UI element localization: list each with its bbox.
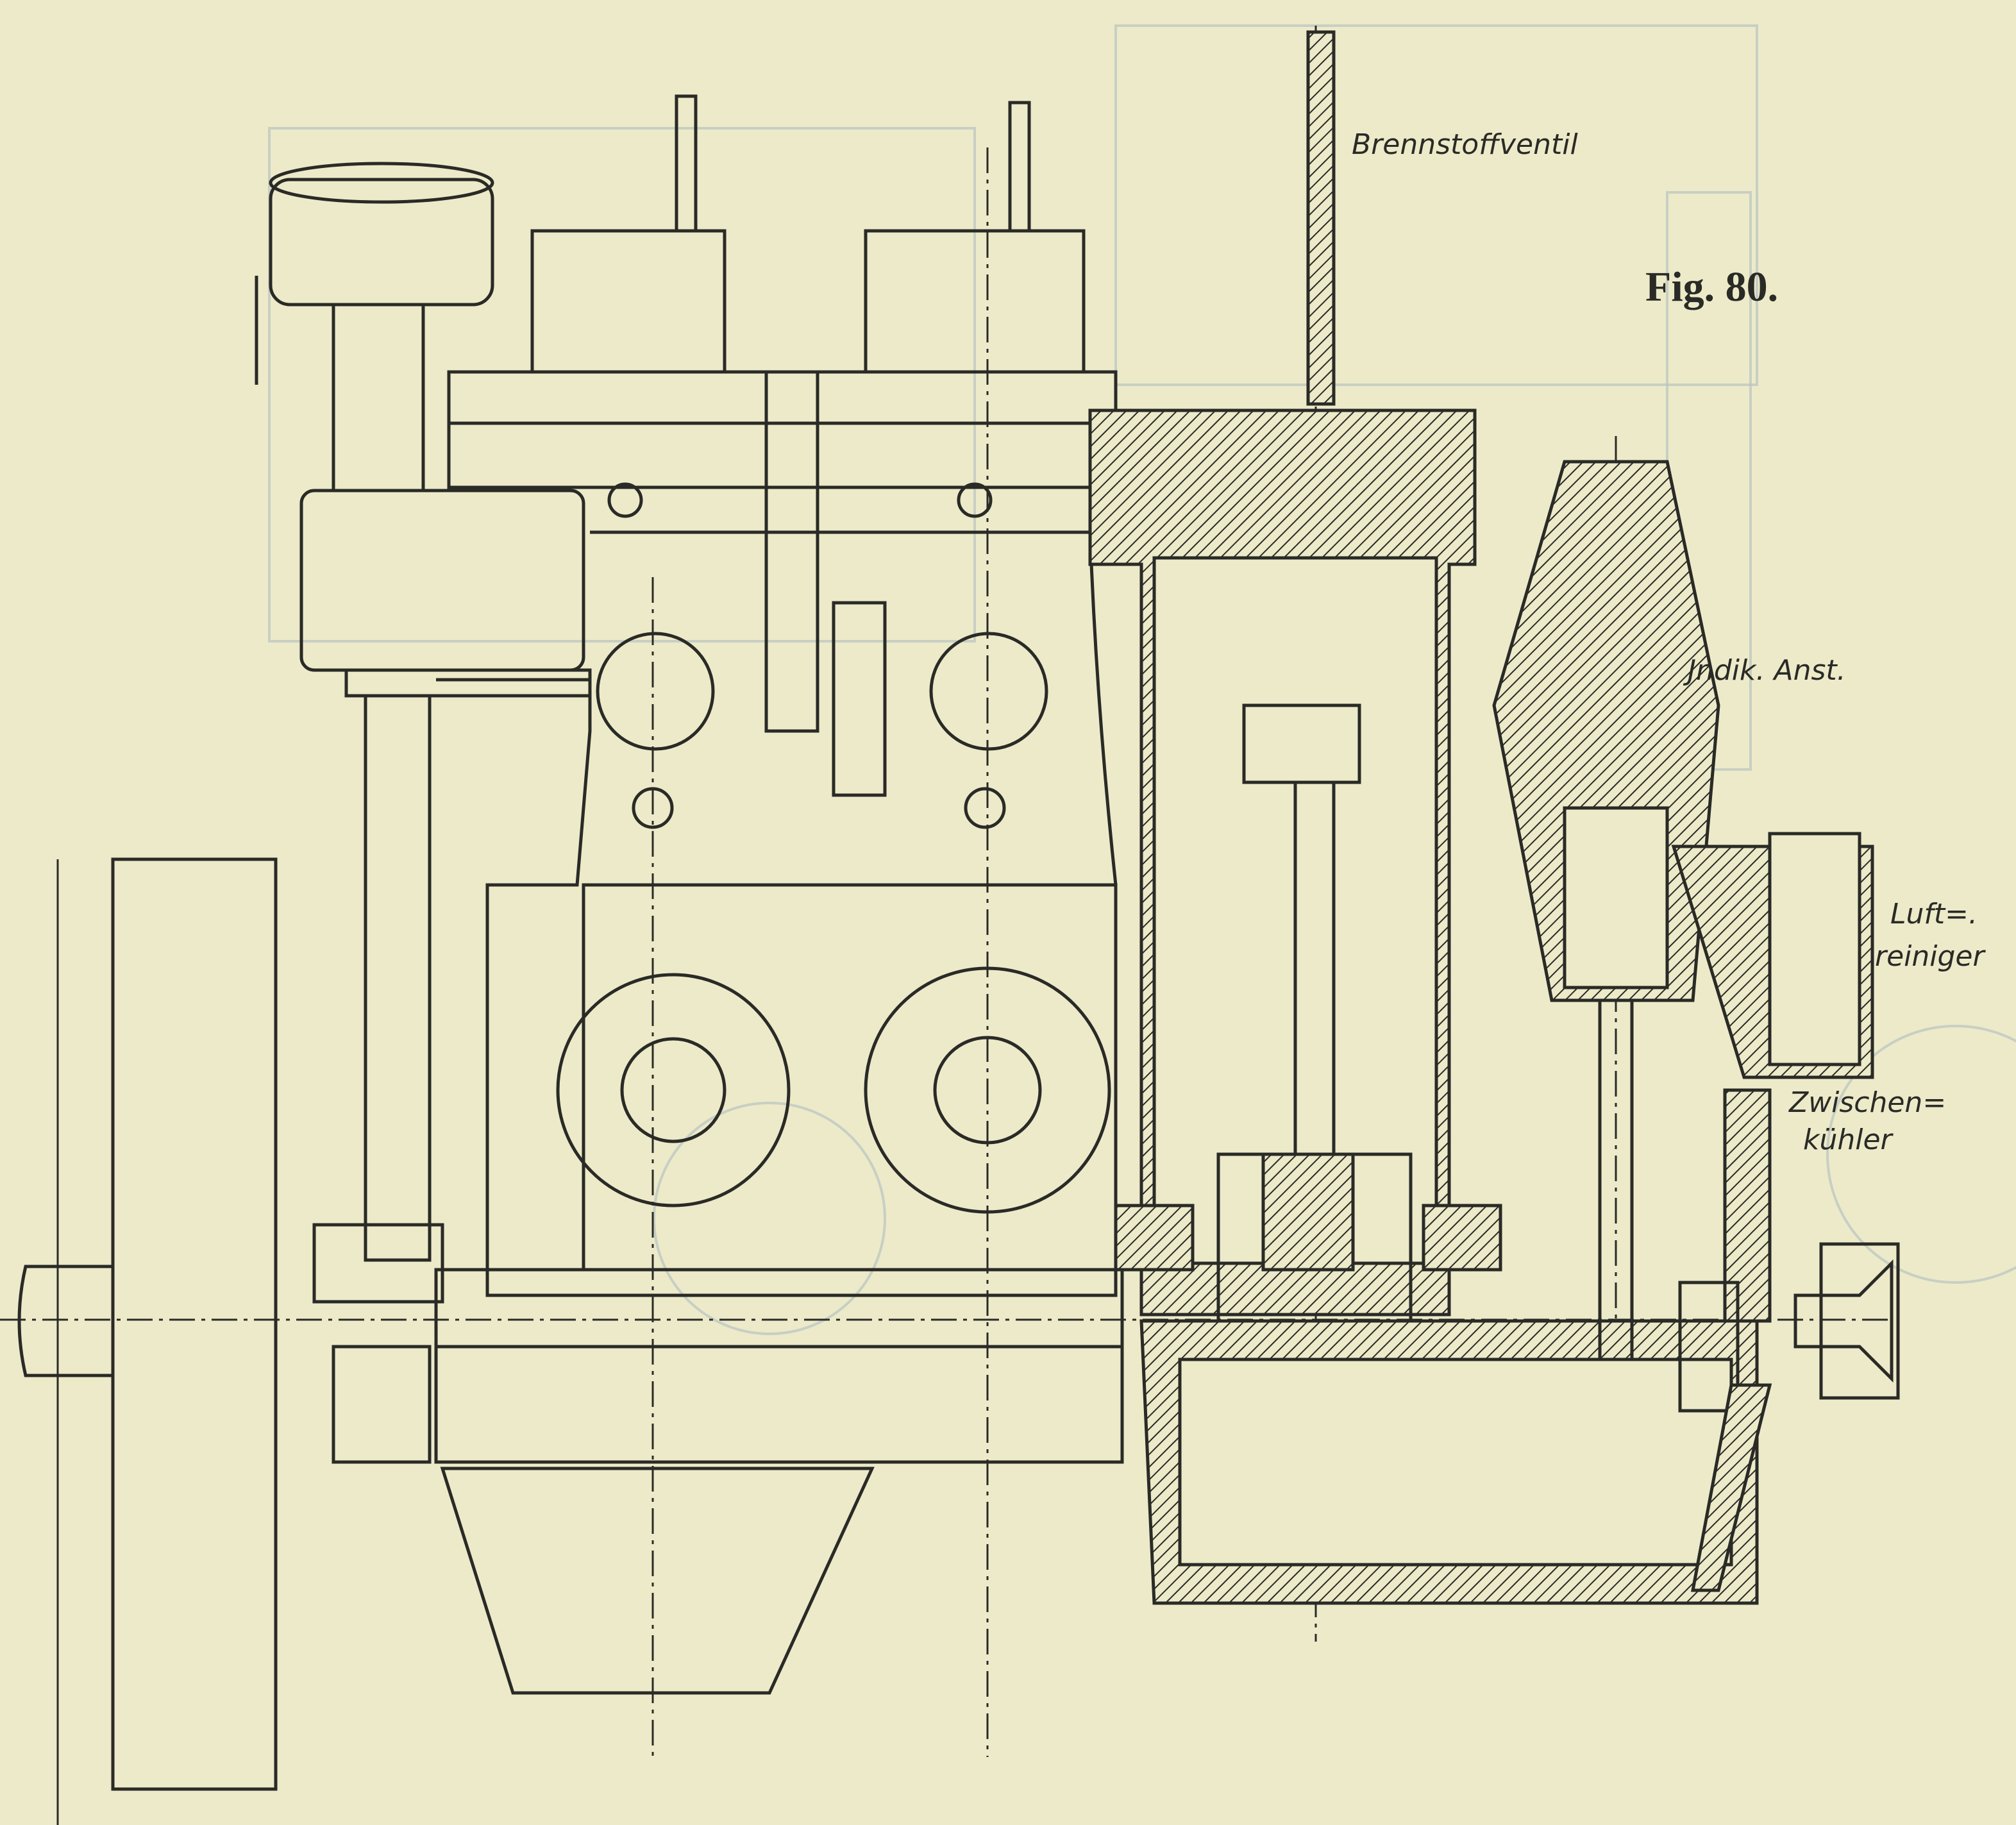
air-filter-left xyxy=(255,162,592,1304)
label-fuel-valve: Brennstoffventil xyxy=(1352,128,1578,161)
label-indicator: Jndik. Anst. xyxy=(1688,654,1846,687)
engine-block xyxy=(332,530,1124,1695)
label-air-cleaner-2: reiniger xyxy=(1875,940,1985,973)
label-intercooler-2: kühler xyxy=(1803,1123,1892,1156)
compressor-section xyxy=(1492,460,1900,1413)
right-coupling xyxy=(1690,1259,1894,1592)
label-intercooler-1: Zwischen= xyxy=(1789,1086,1947,1119)
label-air-cleaner-1: Luft=. xyxy=(1890,898,1978,930)
valve-gear xyxy=(447,94,1118,797)
figure-caption: Fig. 80. xyxy=(1645,264,1779,310)
flywheel xyxy=(17,857,278,1791)
working-cylinder-section xyxy=(1088,30,1759,1605)
show-through-drawing xyxy=(268,24,2016,1335)
